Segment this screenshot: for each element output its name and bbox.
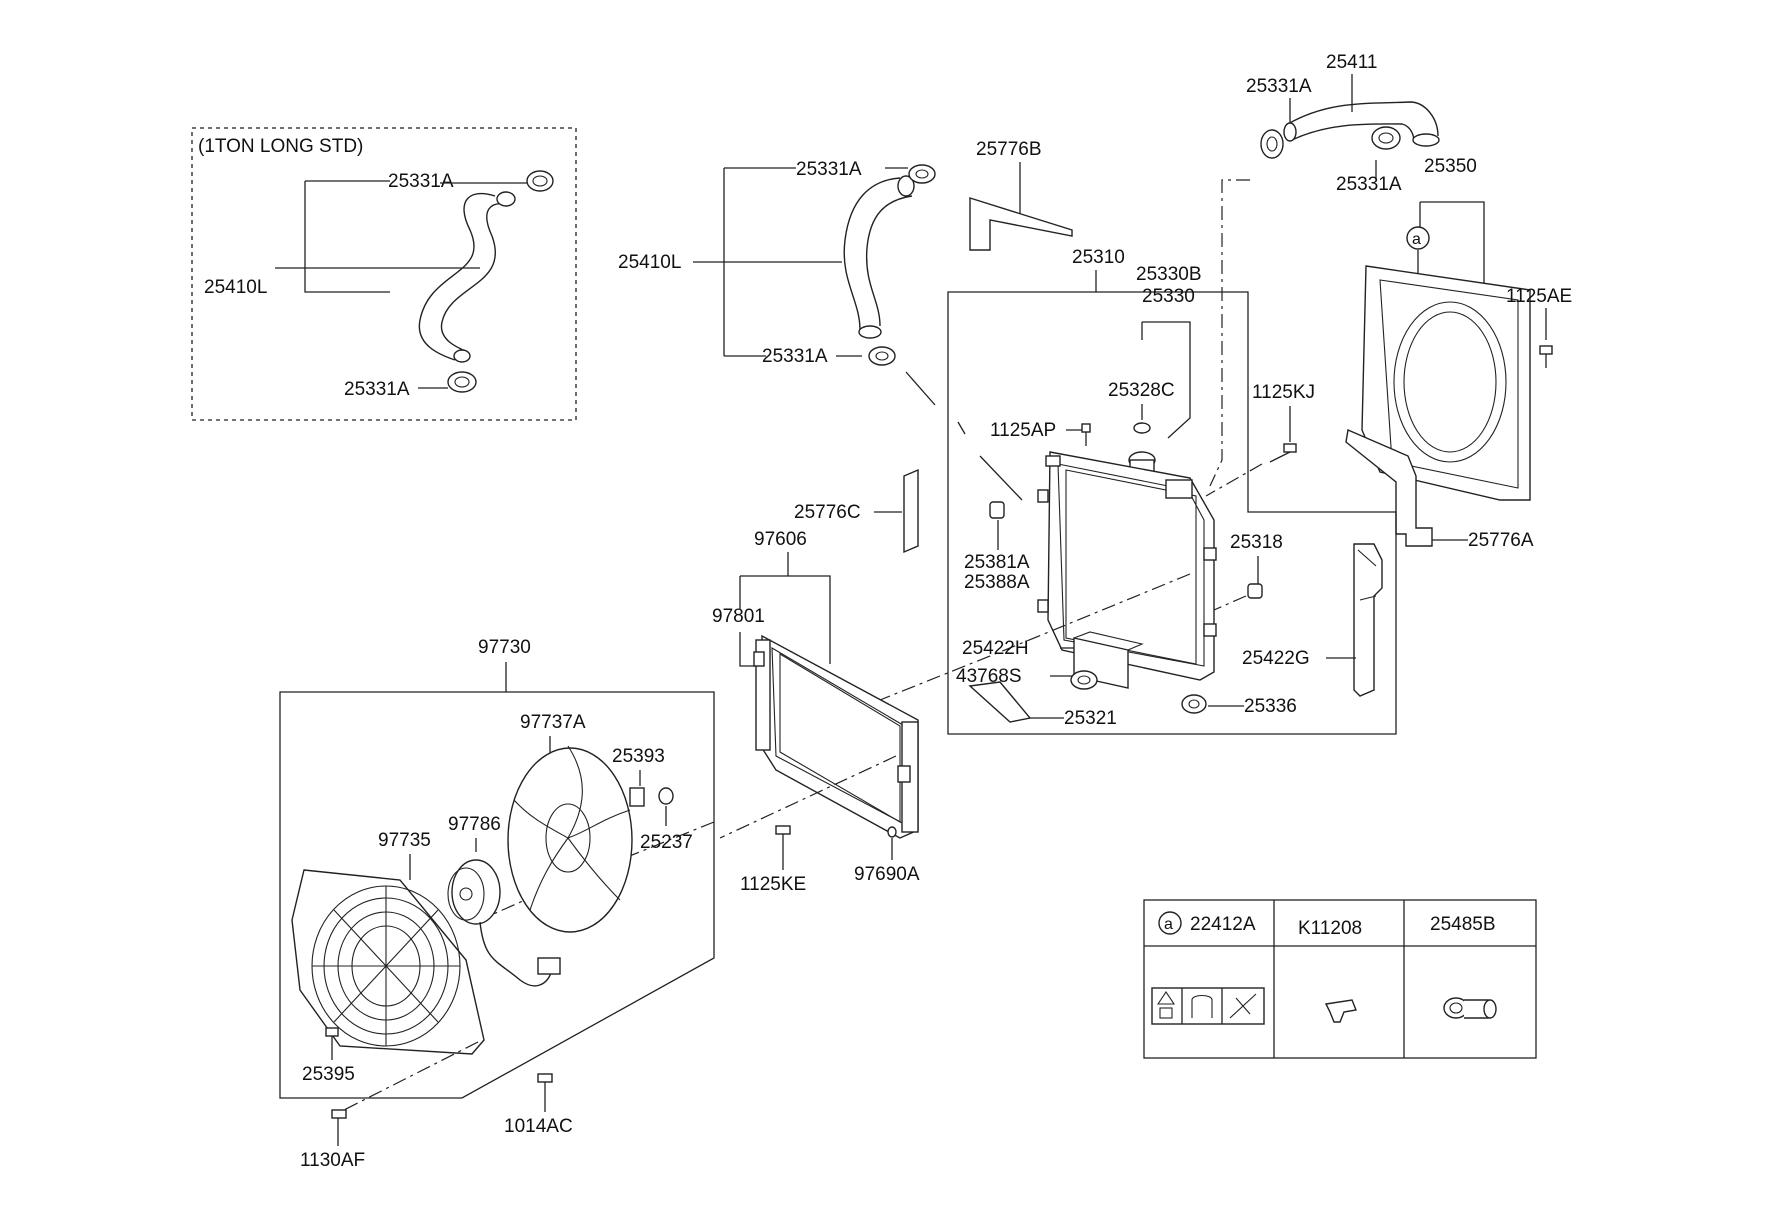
part-label: 25350 <box>1424 156 1477 177</box>
bolt-icon <box>331 1109 347 1134</box>
group-title: (1TON LONG STD) <box>198 136 363 157</box>
part-label: 25422G <box>1242 648 1310 669</box>
part-label: 1125KJ <box>1252 382 1315 403</box>
part-label: 25381A <box>964 552 1030 573</box>
part-label: 25331A <box>1336 174 1402 195</box>
part-label: 25336 <box>1244 696 1297 717</box>
part-label: 25331A <box>344 379 410 400</box>
condenser-97606: 97606 97801 1125KE 97690A <box>712 529 920 895</box>
part-label: 97735 <box>378 830 431 851</box>
bolt-icon <box>775 825 791 846</box>
lower-hose-group: 25331A 25411 25331A <box>1209 52 1440 487</box>
bolt-icon <box>1081 423 1091 446</box>
part-label: 97801 <box>712 606 765 627</box>
lower-hose <box>1283 101 1440 147</box>
bracket-25321 <box>968 681 1032 723</box>
hose-connector-icon <box>1443 997 1497 1019</box>
part-label: 97730 <box>478 637 531 658</box>
nut-icon <box>658 787 674 805</box>
part-label: 1125AE <box>1506 286 1572 307</box>
part-label: 25422H <box>962 638 1029 659</box>
radiator-assembly-25310: 25310 25330B 25330 25328C 1125AP <box>839 247 1397 735</box>
callout-a-icon: a <box>1158 911 1182 935</box>
cooling-fan-assembly-97730: 97730 97737A 25393 25237 97786 <box>279 637 715 1099</box>
bolt-icon <box>537 1073 553 1098</box>
radiator-shroud-25350: 25350 a 1125AE <box>1361 156 1572 501</box>
oring-icon <box>887 826 897 838</box>
drain-plug-icon <box>989 501 1005 519</box>
part-label: 25321 <box>1064 708 1117 729</box>
hose-clamp-icon <box>1371 126 1401 150</box>
part-label: 25776A <box>1468 530 1534 551</box>
part-label: 25776C <box>794 502 861 523</box>
part-label: 97606 <box>754 529 807 550</box>
part-label: 25388A <box>964 572 1030 593</box>
upper-hose-1ton <box>418 191 516 363</box>
seal-strip-25776a: 25776A <box>1345 429 1534 551</box>
part-label: 25328C <box>1108 380 1175 401</box>
callout-a-icon: a <box>1406 226 1430 276</box>
hose-clamp-icon <box>868 346 896 366</box>
part-label: 25237 <box>640 832 693 853</box>
plug-icon <box>1247 583 1263 599</box>
part-label: 25310 <box>1072 247 1125 268</box>
group-1ton-long-std: (1TON LONG STD) 25331A 25410L 25331A <box>191 127 577 421</box>
radiator-cap-icon <box>1128 422 1156 473</box>
part-label: 25330 <box>1142 286 1195 307</box>
seal-strip-25776c: 25776C <box>794 468 919 554</box>
part-label: 25395 <box>302 1064 355 1085</box>
seal-strip-25776b: 25776B <box>969 139 1073 251</box>
part-label: 25410L <box>204 277 267 298</box>
part-label: 25318 <box>1230 532 1283 553</box>
part-label: 25331A <box>1246 76 1312 97</box>
legend-col1: 22412A <box>1190 914 1256 935</box>
fan-motor-97786: 97786 <box>447 814 561 987</box>
part-label: 97737A <box>520 712 586 733</box>
part-label: 1125AP <box>990 420 1056 441</box>
radiator-core <box>1037 451 1217 681</box>
part-label: 25776B <box>976 139 1042 160</box>
part-label: 25393 <box>612 746 665 767</box>
part-label: 97690A <box>854 864 920 885</box>
caution-label-icon <box>1151 987 1265 1025</box>
fan-shroud-97735: 97735 <box>291 830 485 1055</box>
part-label: 1014AC <box>504 1116 573 1137</box>
legend-marker: a <box>1164 916 1173 933</box>
upper-hose-group: 25331A 25410L 25331A <box>618 159 936 406</box>
part-label: 25331A <box>762 346 828 367</box>
part-label: 1130AF <box>300 1150 365 1171</box>
part-label: 25411 <box>1326 52 1377 73</box>
hose-clamp-icon <box>908 164 936 184</box>
hose-clamp-icon <box>1260 129 1284 159</box>
part-label: 97786 <box>448 814 501 835</box>
legend-table: a 22412A K11208 25485B <box>1143 899 1537 1059</box>
hose-clamp-icon <box>526 170 554 192</box>
part-label: 1125KE <box>740 874 806 895</box>
legend-col2: K11208 <box>1298 918 1362 939</box>
bolt-icon <box>1269 443 1297 463</box>
part-label: 25410L <box>618 252 681 273</box>
upper-hose <box>843 175 915 339</box>
legend-col3: 25485B <box>1430 914 1496 935</box>
bolt-icon <box>1539 345 1553 368</box>
fan-blade-97737a: 97737A <box>507 712 633 933</box>
clip-icon <box>1324 999 1357 1023</box>
label-sticker-icon <box>629 787 645 807</box>
part-label: 25330B <box>1136 264 1202 285</box>
part-label: 43768S <box>956 666 1022 687</box>
hose-clamp-icon <box>447 371 477 393</box>
part-label: 25331A <box>796 159 862 180</box>
side-seal-25422g: 25422G <box>1242 543 1383 697</box>
nut-icon <box>1181 694 1207 714</box>
callout-marker: a <box>1412 231 1421 248</box>
nut-icon <box>1070 670 1098 690</box>
screw-icon <box>325 1027 339 1050</box>
part-label: 25331A <box>388 171 454 192</box>
